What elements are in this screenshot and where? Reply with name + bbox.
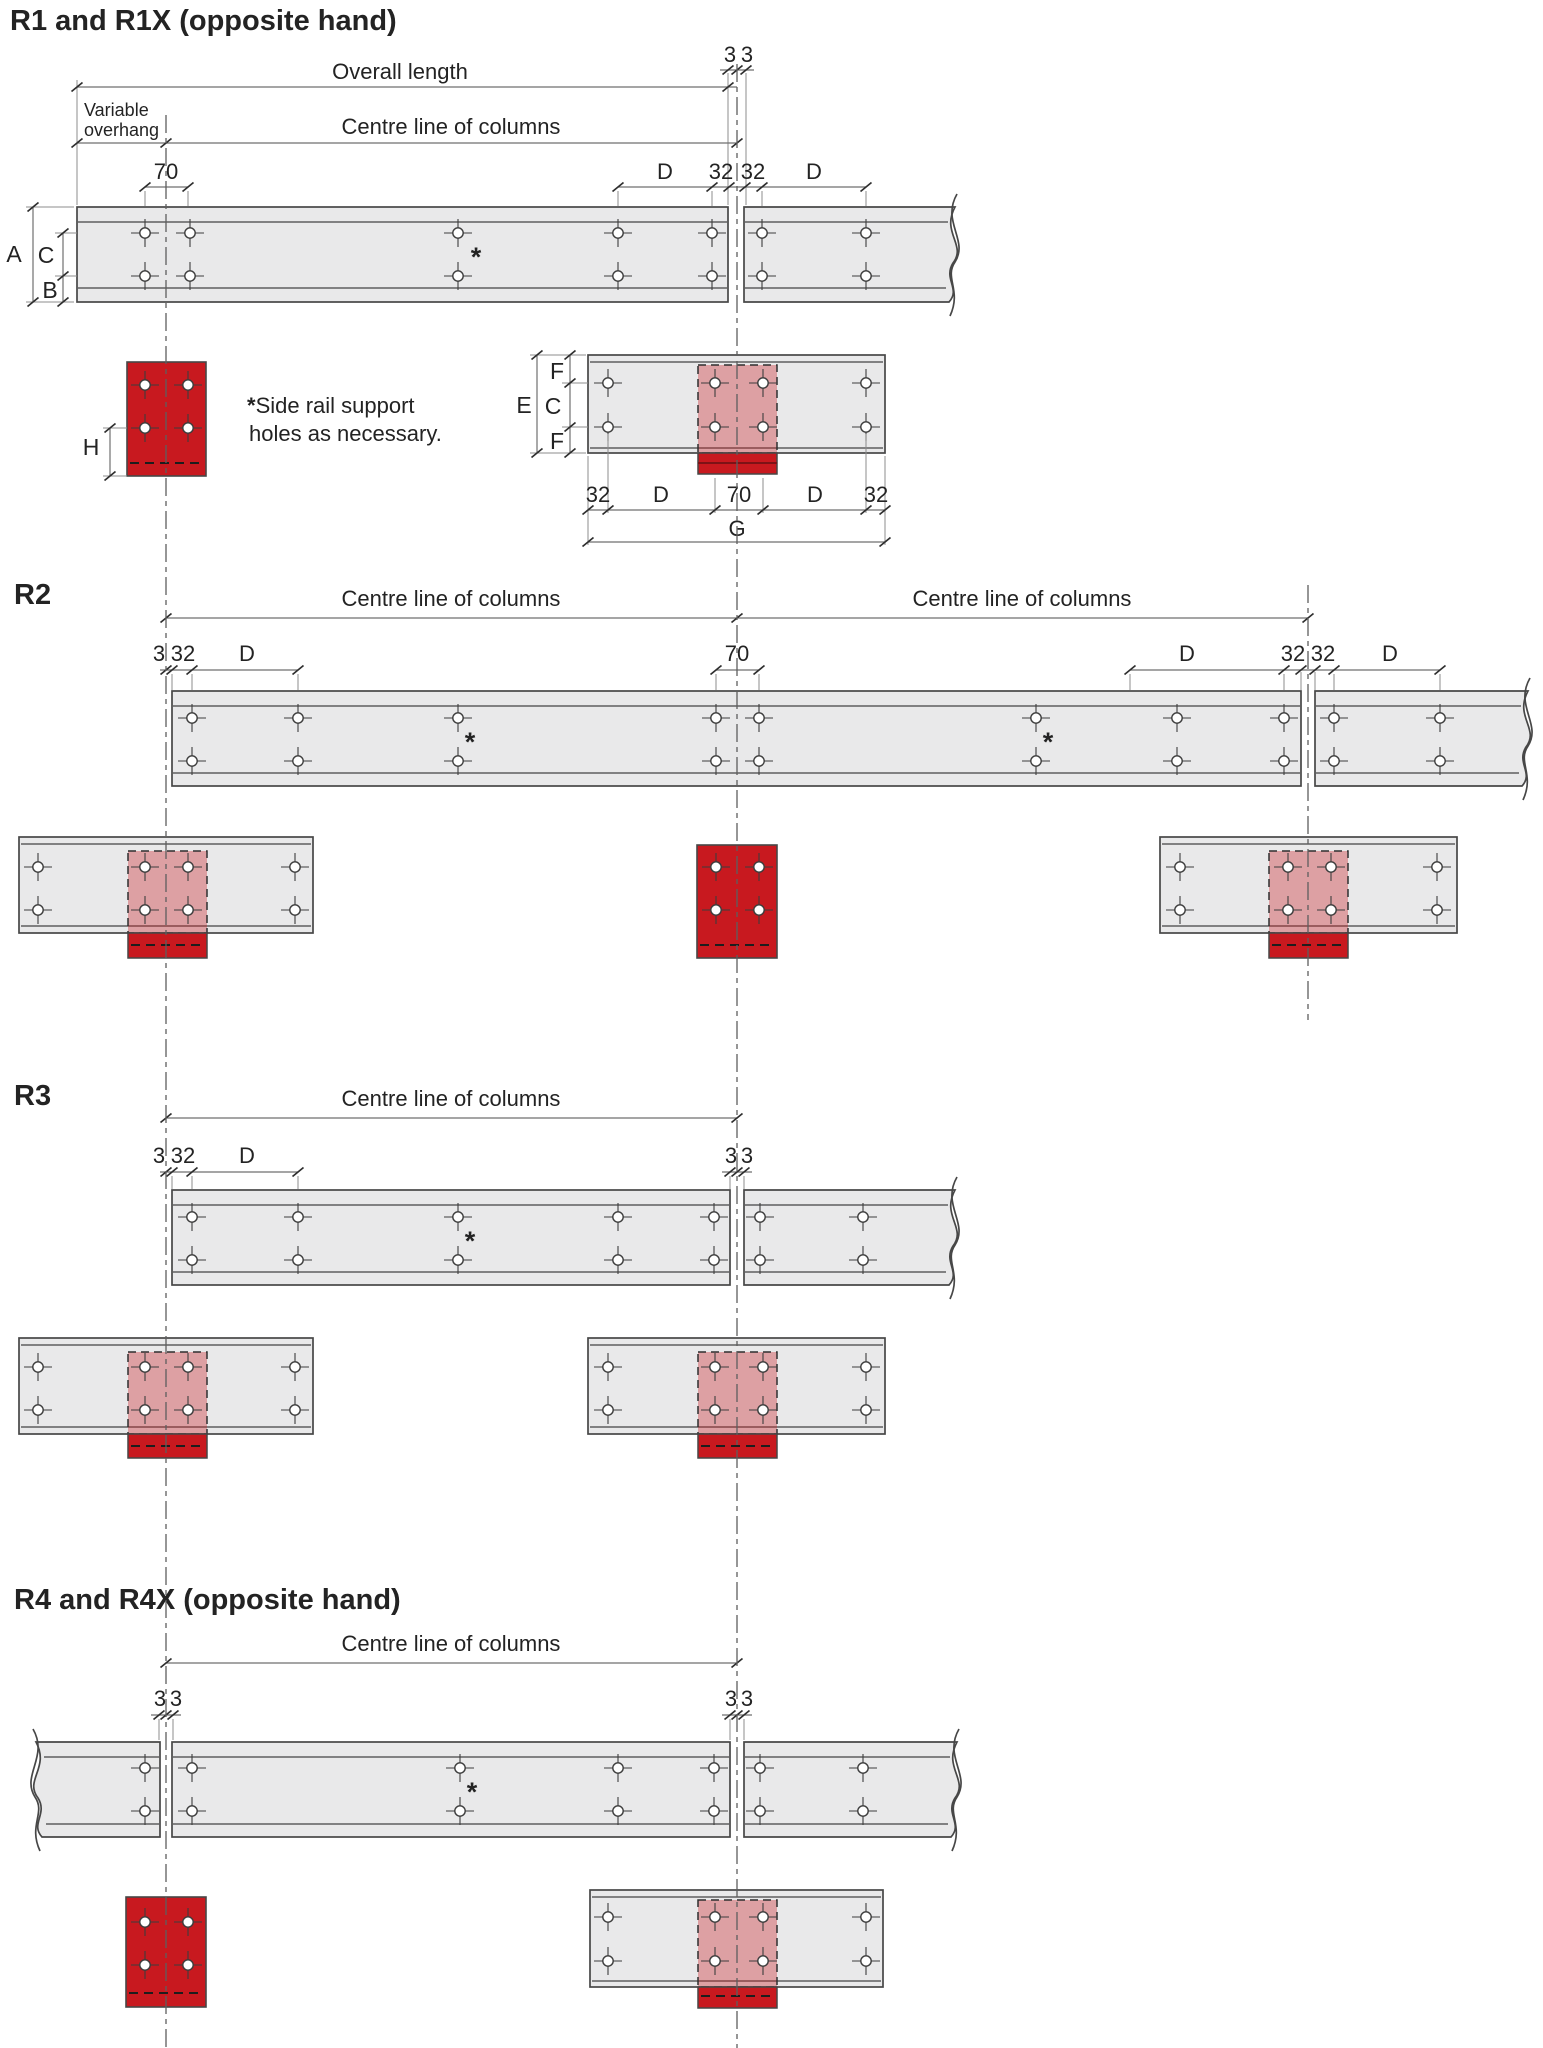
dim-332d-r2: 3 32 D bbox=[153, 641, 305, 690]
centreline-dimension-r3: Centre line of columns bbox=[159, 1086, 744, 1124]
centre-lines bbox=[165, 64, 1309, 2048]
section-title-r3: R3 bbox=[14, 1080, 51, 1112]
break-squiggle bbox=[949, 193, 960, 317]
dim-H: H bbox=[83, 434, 100, 460]
section-title-r2: R2 bbox=[14, 579, 51, 611]
dim-F: F bbox=[550, 358, 564, 384]
dim-32: 32 bbox=[741, 159, 765, 184]
section-title-r4: R4 and R4X (opposite hand) bbox=[14, 1584, 401, 1616]
section-r4: R4 and R4X (opposite hand) Centre line o… bbox=[14, 1584, 962, 2009]
break-squiggle bbox=[949, 1176, 960, 1300]
dim-33-r4-right: 3 3 bbox=[722, 1686, 753, 1740]
section-r1: R1 and R1X (opposite hand) Overall lengt… bbox=[6, 5, 960, 548]
dim-70: 70 bbox=[727, 482, 751, 507]
centre-line-label: Centre line of columns bbox=[913, 586, 1132, 611]
dim-d3232d-r1: D 32 32 D bbox=[611, 159, 873, 206]
dim-F: F bbox=[550, 428, 564, 454]
dim-D: D bbox=[239, 1143, 255, 1168]
rail-r1-piece1: * bbox=[76, 206, 729, 303]
centreline-dimension-r4: Centre line of columns bbox=[159, 1631, 744, 1669]
dim-3: 3 bbox=[725, 1143, 737, 1168]
dim-B: B bbox=[42, 277, 57, 303]
dim-A: A bbox=[6, 241, 22, 267]
dim-D: D bbox=[653, 482, 669, 507]
dim-3: 3 bbox=[741, 1143, 753, 1168]
column-plate-behind bbox=[128, 851, 207, 933]
footnote-line2: holes as necessary. bbox=[249, 421, 442, 446]
joint-detail-r1: E F C F 32 D 70 D 32 G bbox=[516, 349, 892, 548]
support-holes-asterisk: * bbox=[471, 242, 482, 272]
support-holes-asterisk: * bbox=[1043, 727, 1054, 757]
dim-32: 32 bbox=[864, 482, 888, 507]
dim-3: 3 bbox=[170, 1686, 182, 1711]
dim-3: 3 bbox=[153, 1143, 165, 1168]
dim-33-r4-left: 3 3 bbox=[151, 1686, 182, 1740]
rail-r3-piece2 bbox=[743, 1176, 960, 1300]
dim-32: 32 bbox=[1311, 641, 1335, 666]
dim-32: 32 bbox=[171, 1143, 195, 1168]
dim-C: C bbox=[545, 393, 562, 419]
dim-3: 3 bbox=[725, 1686, 737, 1711]
variable-overhang-line1: Variable bbox=[84, 100, 149, 120]
centre-line-label: Centre line of columns bbox=[342, 1086, 561, 1111]
dim-32: 32 bbox=[709, 159, 733, 184]
rail-r4-main: * bbox=[171, 1741, 731, 1838]
support-holes-asterisk: * bbox=[467, 1777, 478, 1807]
break-squiggle bbox=[951, 1728, 962, 1852]
break-squiggle bbox=[1522, 677, 1533, 801]
rail-r2-piece2 bbox=[1314, 677, 1533, 801]
dim-acb: A C B bbox=[6, 201, 77, 308]
dim-D: D bbox=[239, 641, 255, 666]
dim-33-r3-right: 3 3 bbox=[722, 1143, 753, 1189]
support-holes-asterisk: * bbox=[465, 1226, 476, 1256]
rail-r3-piece1: * bbox=[171, 1189, 731, 1286]
centre-line-label: Centre line of columns bbox=[342, 586, 561, 611]
dim-3-left: 3 bbox=[724, 42, 736, 67]
footnote-line1: *Side rail support bbox=[247, 393, 415, 418]
dim-D: D bbox=[657, 159, 673, 184]
dim-32: 32 bbox=[1281, 641, 1305, 666]
dim-C: C bbox=[38, 242, 55, 268]
dim-d3232d-r2: D 32 32 D bbox=[1123, 641, 1447, 690]
section-r3: R3 Centre line of columns 3 32 D 3 3 bbox=[14, 1080, 960, 1459]
rail-r1-piece2 bbox=[743, 193, 960, 317]
centre-line-label: Centre line of columns bbox=[342, 1631, 561, 1656]
dim-D: D bbox=[1382, 641, 1398, 666]
dim-70-r2: 70 bbox=[709, 641, 766, 690]
dim-D: D bbox=[1179, 641, 1195, 666]
rail-r4-piece3 bbox=[743, 1728, 962, 1852]
dim-3: 3 bbox=[741, 1686, 753, 1711]
centreline-dimension-r1: Variable overhang Centre line of columns bbox=[70, 100, 744, 149]
section-title-r1: R1 and R1X (opposite hand) bbox=[10, 5, 397, 37]
dim-3-right: 3 bbox=[741, 42, 753, 67]
dim-32: 32 bbox=[171, 641, 195, 666]
rail-r4-stub bbox=[30, 1728, 161, 1852]
dim-32: 32 bbox=[586, 482, 610, 507]
dim-3: 3 bbox=[154, 1686, 166, 1711]
dim-3: 3 bbox=[153, 641, 165, 666]
variable-overhang-line2: overhang bbox=[84, 120, 159, 140]
centre-line-label-r1: Centre line of columns bbox=[342, 114, 561, 139]
dim-332d-r3: 3 32 D bbox=[153, 1143, 305, 1189]
break-squiggle bbox=[30, 1728, 41, 1852]
overall-length-label: Overall length bbox=[332, 59, 468, 84]
support-holes-asterisk: * bbox=[465, 727, 476, 757]
dim-D: D bbox=[806, 159, 822, 184]
overall-length-dimension: Overall length 3 3 bbox=[70, 42, 754, 205]
dim-E: E bbox=[516, 392, 531, 418]
footnote: *Side rail support holes as necessary. bbox=[247, 393, 442, 446]
dim-D: D bbox=[807, 482, 823, 507]
column-plate-detail-r1: H bbox=[83, 361, 207, 482]
section-r2: R2 Centre line of columns Centre line of… bbox=[14, 579, 1533, 959]
